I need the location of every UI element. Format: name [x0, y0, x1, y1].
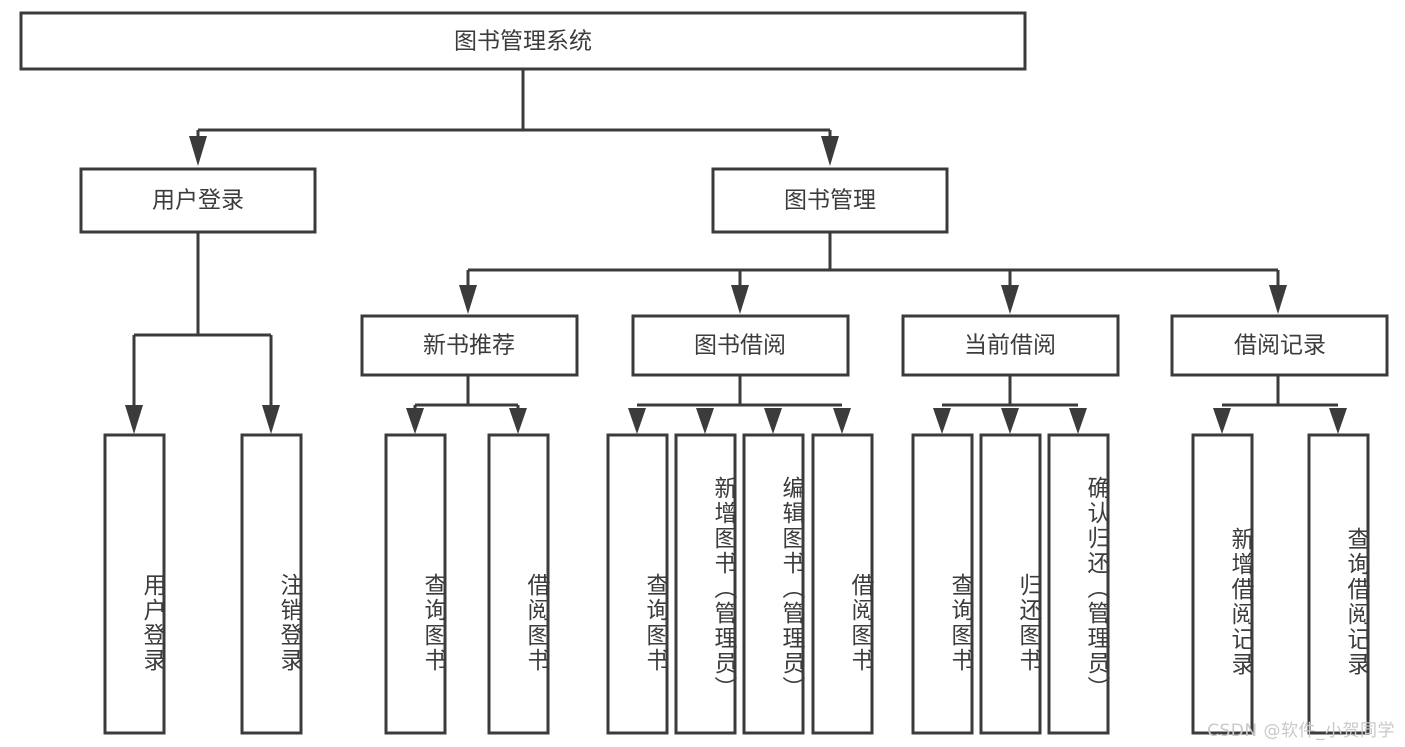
leaf-box-add-book[interactable]: [674, 433, 737, 735]
leaf-box-query-book-3[interactable]: [911, 433, 974, 735]
node-current-borrow-label: 当前借阅: [964, 333, 1056, 359]
node-book-management-label: 图书管理: [784, 188, 876, 214]
node-root[interactable]: 图书管理系统: [19, 11, 1027, 71]
arrow-head-leaf-query-book-3: [933, 408, 951, 434]
arrow-head-leaf-confirm-return: [1069, 408, 1087, 434]
node-book-borrow-label: 图书借阅: [694, 333, 786, 359]
arrow-head-leaf-edit-book: [764, 408, 782, 434]
arrow-head-current-borrow: [1001, 285, 1019, 314]
leaf-box-add-record[interactable]: [1191, 433, 1254, 735]
arrow-head-book-borrow: [731, 285, 749, 314]
node-new-book-recommend-label: 新书推荐: [423, 333, 515, 359]
node-current-borrow-box: [901, 314, 1120, 377]
node-book-management[interactable]: 图书管理: [711, 167, 949, 234]
arrow-head-leaf-query-record: [1329, 408, 1347, 434]
connector-group-book-borrow-to-leaves: [628, 376, 851, 434]
leaf-box-query-record[interactable]: [1307, 433, 1370, 735]
arrow-head-leaf-query-book-1: [406, 408, 424, 434]
node-book-borrow[interactable]: 图书借阅: [631, 314, 850, 377]
connector-group-user-login-to-leaves: [125, 233, 280, 434]
leaf-box-borrow-book-1[interactable]: [487, 433, 550, 735]
leaf-box-return-book[interactable]: [979, 433, 1042, 735]
leaf-boxes: [103, 433, 1370, 735]
node-new-book-recommend[interactable]: 新书推荐: [360, 314, 579, 377]
node-user-login-label: 用户登录: [152, 188, 244, 214]
leaf-box-user-login[interactable]: [103, 433, 166, 735]
arrow-head-leaf-query-book-2: [628, 408, 646, 434]
node-current-borrow[interactable]: 当前借阅: [901, 314, 1120, 377]
arrow-head-book-management: [821, 136, 839, 166]
leaf-box-query-book-2[interactable]: [606, 433, 669, 735]
leaf-box-borrow-book-2[interactable]: [811, 433, 874, 735]
arrow-head-new-book-recommend: [459, 285, 477, 314]
node-user-login[interactable]: 用户登录: [79, 167, 317, 234]
node-borrow-record[interactable]: 借阅记录: [1170, 314, 1389, 377]
node-borrow-record-box: [1170, 314, 1389, 377]
arrow-head-user-login: [189, 136, 207, 166]
arrow-head-borrow-record: [1269, 285, 1287, 314]
node-user-login-box: [79, 167, 317, 234]
leaf-box-confirm-return[interactable]: [1047, 433, 1110, 735]
leaf-box-edit-book[interactable]: [742, 433, 805, 735]
leaf-box-query-book-1[interactable]: [384, 433, 447, 735]
connector-group-new-book-to-leaves: [406, 376, 527, 434]
arrow-head-leaf-logout-login: [262, 405, 280, 434]
arrow-head-leaf-borrow-book-2: [833, 408, 851, 434]
arrow-head-leaf-return-book: [1001, 408, 1019, 434]
arrow-head-leaf-user-login: [125, 405, 143, 434]
connector-group-borrow-record-to-leaves: [1213, 376, 1347, 434]
node-book-borrow-box: [631, 314, 850, 377]
node-book-management-box: [711, 167, 949, 234]
arrow-head-leaf-borrow-book-1: [509, 408, 527, 434]
connector-group-root-to-level2: [189, 69, 839, 166]
arrow-head-leaf-add-book: [696, 408, 714, 434]
connector-group-book-management-to-level3: [459, 233, 1287, 314]
node-new-book-recommend-box: [360, 314, 579, 377]
node-root-box: [19, 11, 1027, 71]
node-root-label: 图书管理系统: [454, 29, 592, 55]
arrow-head-leaf-add-record: [1213, 408, 1231, 434]
node-borrow-record-label: 借阅记录: [1234, 333, 1326, 359]
csdn-watermark: CSDN @软件_小贺同学: [1207, 721, 1395, 741]
connector-group-current-borrow-to-leaves: [933, 376, 1087, 434]
leaf-box-logout-login[interactable]: [240, 433, 303, 735]
